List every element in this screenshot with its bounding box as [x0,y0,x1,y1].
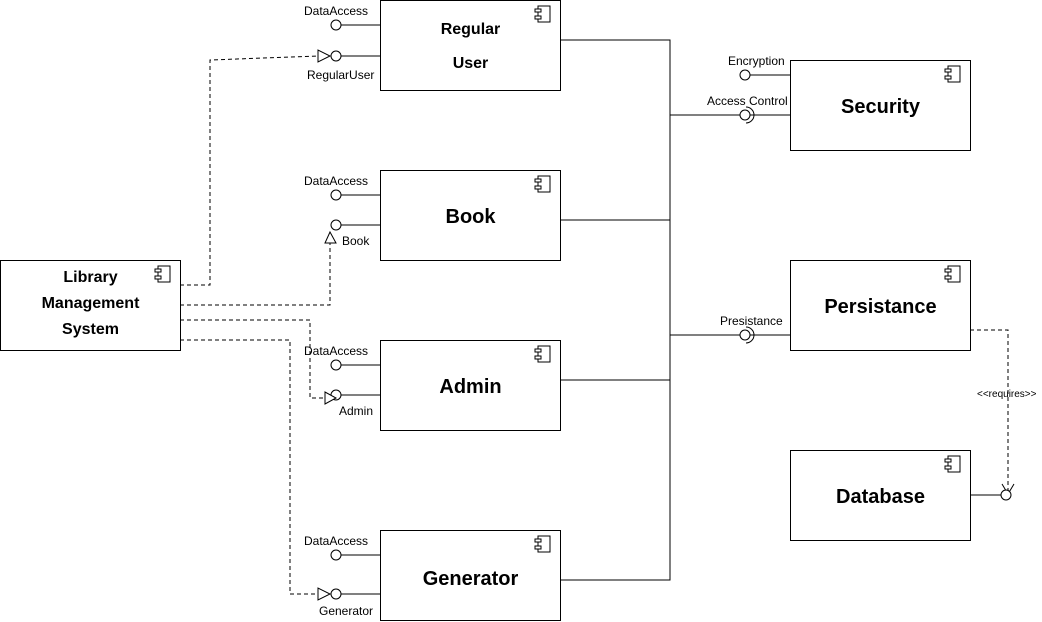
title-line-2: User [452,55,489,72]
title-line-2: Management [41,295,140,312]
regular-user-interfaces [317,19,380,63]
component-title: Book [445,206,496,228]
component-icon [534,175,551,193]
interface-label-encryption: Encryption [728,54,785,68]
component-icon [534,535,551,553]
book-component[interactable]: Book [380,170,561,261]
title-line-3: System [62,321,119,338]
component-title: Library Management System [1,265,180,343]
interface-label-admin: Admin [339,404,374,418]
interface-label-dataaccess: DataAccess [304,174,369,188]
admin-interfaces [324,359,380,405]
component-title: Security [841,96,920,118]
regular-user-component[interactable]: Regular User [380,0,561,91]
requires-dependency [970,329,1015,501]
component-title: Persistance [824,296,937,318]
title-line-1: Library [63,269,118,286]
library-management-system-component[interactable]: Library Management System [0,260,181,351]
presistance-socket [739,326,790,344]
component-icon [944,455,961,473]
admin-component[interactable]: Admin [380,340,561,431]
component-title: Admin [439,376,502,398]
component-title: Generator [422,568,519,590]
interface-label-generator: Generator [319,604,374,618]
bus-lines [560,39,740,581]
component-icon [944,265,961,283]
component-title: Database [836,486,925,508]
requires-stereotype-label: <<requires>> [977,389,1037,400]
persistance-component[interactable]: Persistance [790,260,971,351]
database-component[interactable]: Database [790,450,971,541]
generator-component[interactable]: Generator [380,530,561,621]
component-icon [944,65,961,83]
realization-lines [180,55,331,595]
book-interfaces [324,189,380,244]
interface-label-book: Book [342,234,370,248]
interface-label-presistance: Presistance [720,314,783,328]
interface-label-dataaccess: DataAccess [304,4,369,18]
generator-interfaces [317,549,380,601]
component-title: Regular User [381,13,560,81]
title-line-1: Regular [440,21,501,38]
component-icon [534,345,551,363]
interface-label-access-control: Access Control [707,94,788,108]
interface-label-regularuser: RegularUser [307,68,375,82]
security-component[interactable]: Security [790,60,971,151]
interface-label-dataaccess: DataAccess [304,534,369,548]
interface-label-dataaccess: DataAccess [304,344,369,358]
access-control-socket [739,106,790,124]
encryption-lollipop [739,69,790,81]
